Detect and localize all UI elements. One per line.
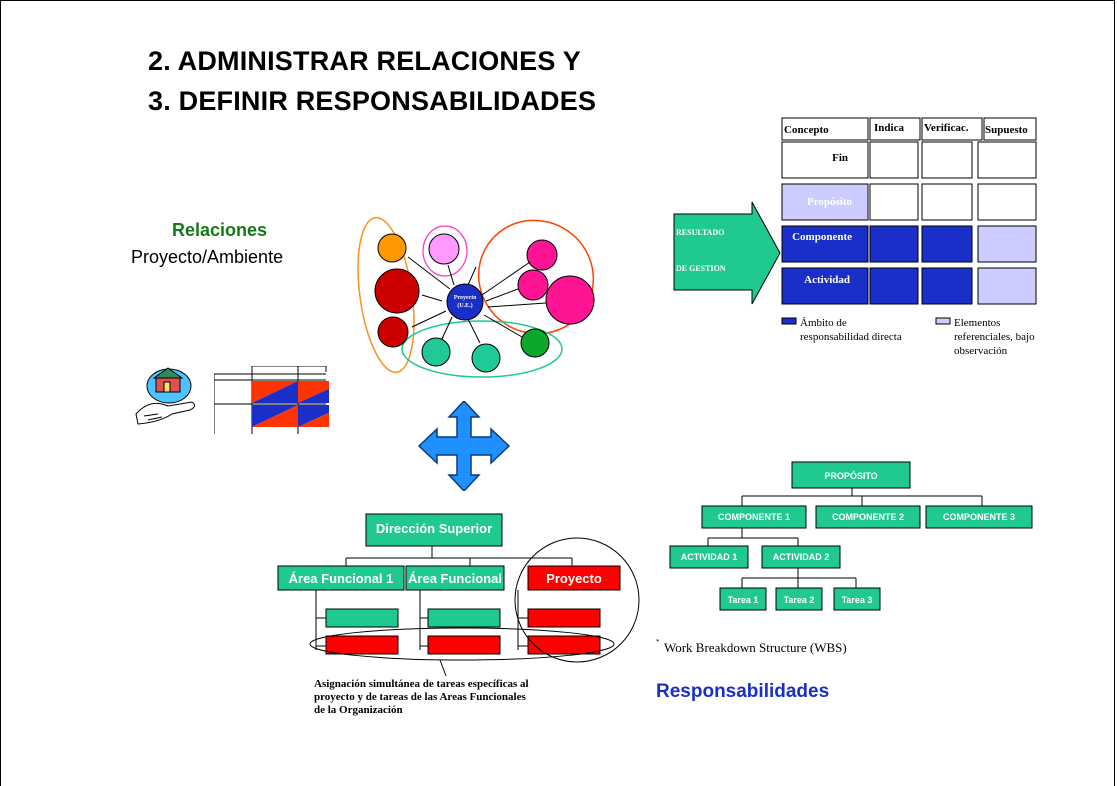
wbs-component-3-label: COMPONENTE 3 <box>943 512 1015 522</box>
wbs-task-1-label: Tarea 1 <box>728 595 759 605</box>
org-area1-label: Área Funcional 1 <box>289 571 394 586</box>
resultado-gestion-arrow <box>673 201 781 305</box>
header-supuesto: Supuesto <box>985 124 1028 136</box>
legend-direct-1: Ámbito de <box>800 317 847 329</box>
org-area-2 <box>405 565 505 591</box>
relaciones-subheading: Proyecto/Ambiente <box>131 247 284 267</box>
node-teal-2 <box>471 343 501 373</box>
row-actividad: Actividad <box>804 274 850 286</box>
relation-arrows <box>407 256 547 344</box>
header-cell-concepto <box>781 117 869 141</box>
org-top-label: Dirección Superior <box>376 521 492 536</box>
arrow-label-2: DE GESTION <box>676 264 726 273</box>
tareas-ellipse <box>309 627 615 661</box>
wbs-component-2-label: COMPONENTE 2 <box>832 512 904 522</box>
org-proyecto <box>527 565 621 591</box>
wbs-task-3 <box>833 587 881 611</box>
node-red-small <box>377 316 409 348</box>
legend-ref-1: Elementos <box>954 317 1000 329</box>
node-teal-1 <box>421 337 451 367</box>
node-proyecto <box>446 283 484 321</box>
row-proposito: Propósito <box>807 196 853 208</box>
node-green <box>520 328 550 358</box>
wbs-task-2-label: Tarea 2 <box>784 595 815 605</box>
wbs-footnote: Work Breakdown Structure (WBS) <box>664 640 847 655</box>
wbs-component-1 <box>701 505 807 529</box>
wbs-component-2 <box>815 505 921 529</box>
legend-ref-3: observación <box>954 345 1008 357</box>
arrow-label-1: RESULTADO <box>676 228 724 237</box>
title-line-2: 3. DEFINIR RESPONSABILIDADES <box>148 86 597 116</box>
proyecto-circle <box>514 537 640 663</box>
wbs-activity-1 <box>669 545 749 569</box>
row-fin: Fin <box>832 152 848 164</box>
node-magenta-large <box>545 275 595 325</box>
wbs-root-label: PROPÓSITO <box>824 470 877 481</box>
node-magenta-1 <box>526 239 558 271</box>
group-ellipse-top <box>422 225 468 277</box>
org-area-1 <box>277 565 405 591</box>
responsabilidades-heading: Responsabilidades <box>656 681 830 702</box>
compass-arrows-icon <box>417 401 511 491</box>
wbs-activity-2 <box>761 545 841 569</box>
legend-direct-2: responsabilidad directa <box>800 331 902 343</box>
header-cell-supuesto <box>983 117 1037 141</box>
relaciones-heading: Relaciones <box>172 220 268 240</box>
wbs-activity-1-label: ACTIVIDAD 1 <box>681 552 738 562</box>
wbs-root <box>791 461 911 489</box>
node-red-large <box>374 268 420 314</box>
node-orange <box>377 233 407 263</box>
org-direccion-superior <box>365 513 503 547</box>
org-chart: Dirección Superior Área Funcional 1 Área… <box>277 513 640 716</box>
org-caption-2: proyecto y de tareas de las Areas Funcio… <box>314 691 526 703</box>
header-cell-indica <box>869 117 921 141</box>
wbs-activity-2-label: ACTIVIDAD 2 <box>773 552 830 562</box>
proyecto-label-2: (U.E.) <box>457 302 472 309</box>
wbs-chart: PROPÓSITO COMPONENTE 1 COMPONENTE 2 COMP… <box>669 461 1033 611</box>
header-concepto: Concepto <box>784 124 829 136</box>
wbs-task-3-label: Tarea 3 <box>842 595 873 605</box>
org-proyecto-label: Proyecto <box>546 571 602 586</box>
logframe-matrix: Concepto Indica Verificac. Supuesto Fin … <box>673 117 1037 357</box>
wbs-footnote-mark: * <box>656 638 660 646</box>
row-componente: Componente <box>792 231 852 243</box>
header-verificac: Verificac. <box>924 122 969 134</box>
org-area2-label: Área Funcional <box>408 571 502 586</box>
mini-table-icon <box>214 366 329 434</box>
legend-ref-2: referenciales, bajo <box>954 331 1035 343</box>
org-caption-1: Asignación simultánea de tareas específi… <box>314 678 529 690</box>
house-in-hand-icon <box>135 367 196 425</box>
legend-swatch-ref <box>935 317 951 325</box>
relations-diagram: Proyecto (U.E.) <box>357 216 595 378</box>
header-indica: Indica <box>874 122 904 134</box>
group-ellipse-bottom <box>401 320 563 378</box>
legend-swatch-direct <box>781 317 797 325</box>
wbs-component-3 <box>925 505 1033 529</box>
wbs-component-1-label: COMPONENTE 1 <box>718 512 790 522</box>
node-pink-light <box>428 233 460 265</box>
org-caption-3: de la Organización <box>314 704 403 716</box>
wbs-task-1 <box>719 587 767 611</box>
proyecto-label-1: Proyecto <box>454 295 477 301</box>
wbs-task-2 <box>775 587 823 611</box>
header-cell-verificac <box>921 117 983 141</box>
node-magenta-2 <box>517 269 549 301</box>
title-line-1: 2. ADMINISTRAR RELACIONES Y <box>148 46 581 76</box>
